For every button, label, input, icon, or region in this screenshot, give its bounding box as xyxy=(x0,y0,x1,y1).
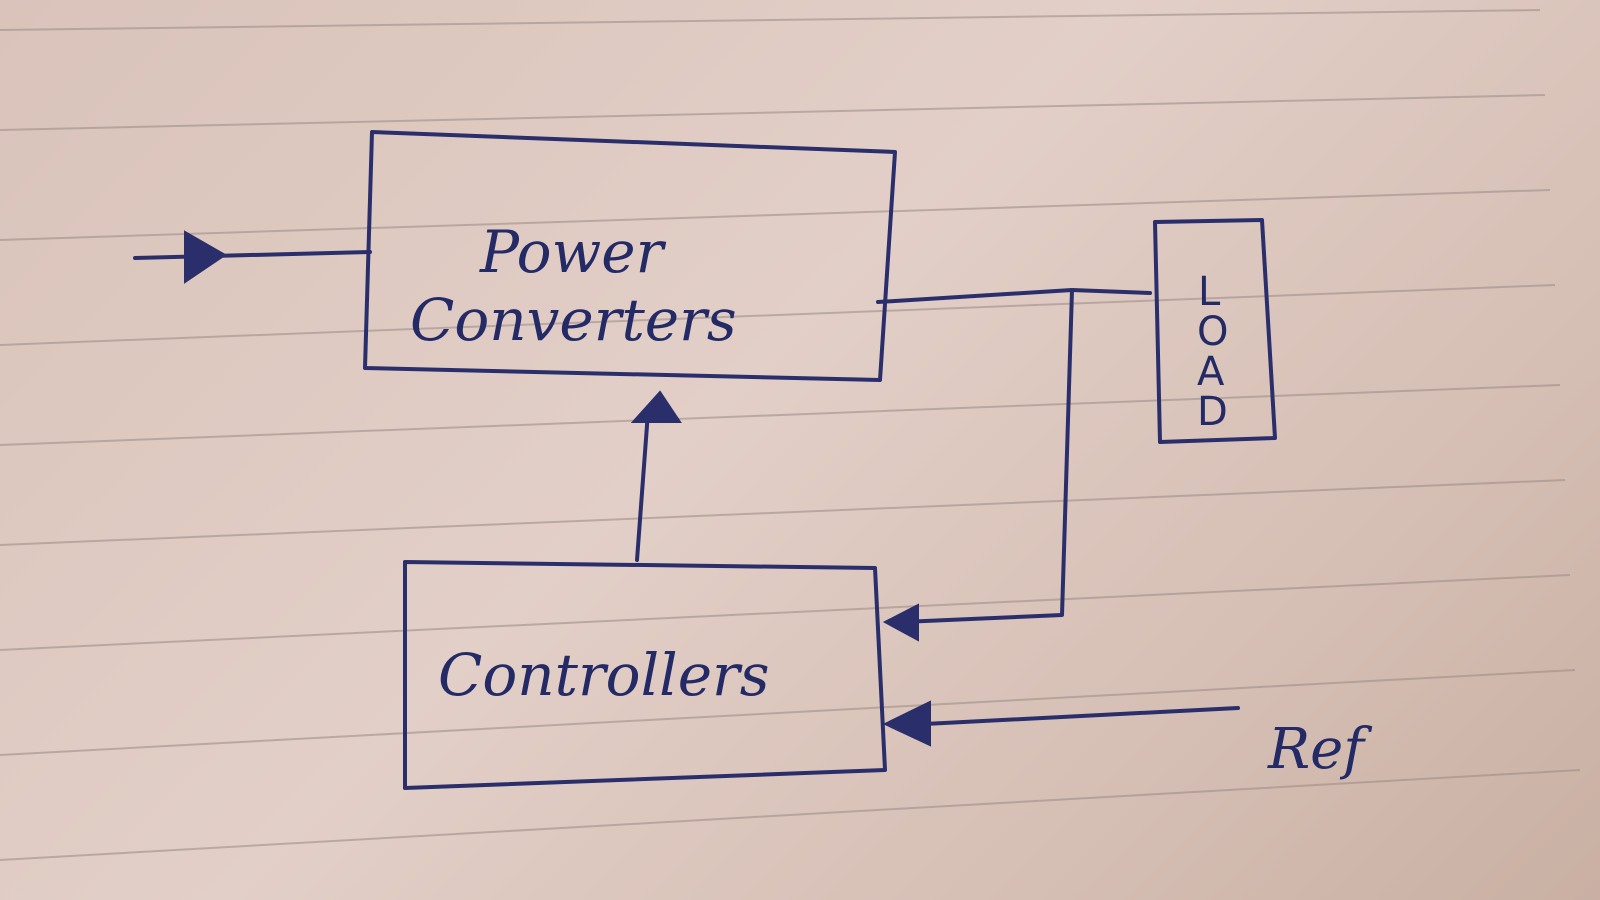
load-letter-4: D xyxy=(1197,389,1228,435)
load-letter-2: O xyxy=(1197,309,1228,355)
feedback-arrow xyxy=(882,288,1074,642)
controllers-label: Controllers xyxy=(438,641,770,709)
controllers-block: Controllers xyxy=(403,560,887,790)
power-converters-label-line2: Converters xyxy=(410,286,737,354)
power-converters-block: Power Converters xyxy=(363,130,897,382)
ruled-lines xyxy=(0,9,1581,861)
load-letter-1: L xyxy=(1198,269,1221,315)
control-signal-arrow xyxy=(630,390,682,562)
output-connection xyxy=(876,288,1152,304)
reference-label: Ref xyxy=(1267,717,1373,782)
load-block: L O A D xyxy=(1153,218,1277,444)
input-arrow xyxy=(133,230,372,284)
load-letter-3: A xyxy=(1197,349,1225,395)
reference-arrow: Ref xyxy=(882,700,1373,782)
power-converters-label-line1: Power xyxy=(479,218,667,286)
